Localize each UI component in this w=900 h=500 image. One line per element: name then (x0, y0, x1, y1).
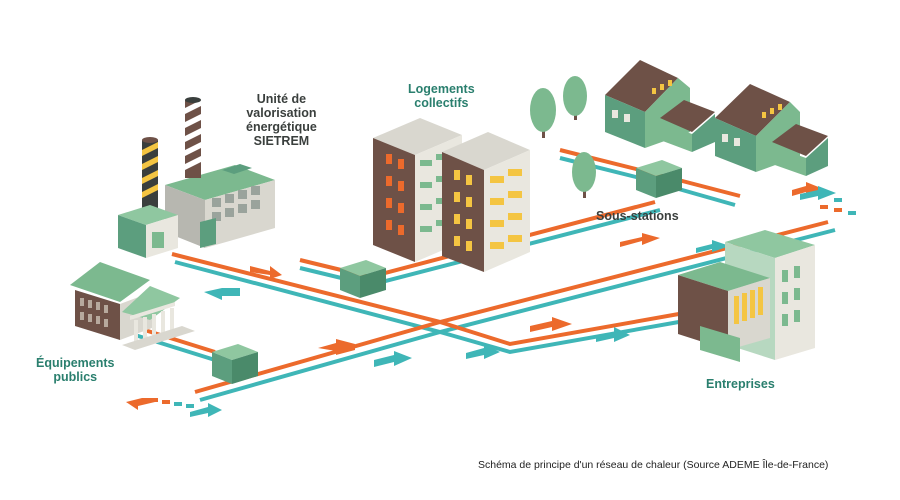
housing-label-line-2: collectifs (414, 96, 469, 110)
pipe-end-left (150, 398, 194, 408)
company-buildings (678, 230, 815, 362)
energy-recovery-plant (118, 97, 275, 258)
tree (572, 152, 596, 198)
plant-label-line-2: valorisation (246, 106, 317, 120)
arrow-supply (126, 182, 826, 410)
plant-label-line-4: SIETREM (253, 134, 310, 148)
figure-caption: Schéma de principe d'un réseau de chaleu… (478, 459, 829, 471)
substation-box-housing (340, 260, 386, 298)
plant-label-line-1: Unité de (256, 92, 307, 106)
housing-label: Logements collectifs (408, 82, 475, 110)
housing-label-line-1: Logements (408, 82, 475, 96)
tree (563, 76, 587, 120)
tree (530, 88, 556, 138)
public-building (70, 262, 195, 350)
public-label-line-1: Équipements (36, 356, 115, 370)
substations-label: Sous-stations (596, 209, 679, 223)
trees (530, 76, 596, 198)
plant-label-line-3: énergétique (246, 120, 317, 134)
public-facilities-label: Équipements publics (36, 356, 115, 384)
house-left (605, 60, 715, 152)
flow-arrows (126, 182, 836, 417)
housing-tower-front (442, 132, 530, 272)
substation-box-houses (636, 160, 682, 198)
pipe-end-right (820, 198, 856, 215)
arrow-return (190, 186, 836, 417)
companies-label: Entreprises (706, 377, 775, 391)
house-right (715, 84, 828, 176)
public-label-line-2: publics (53, 370, 98, 384)
plant-label: Unité de valorisation énergétique SIETRE… (246, 92, 317, 148)
supply-pipes (134, 148, 829, 394)
substation-box-public (212, 344, 258, 384)
